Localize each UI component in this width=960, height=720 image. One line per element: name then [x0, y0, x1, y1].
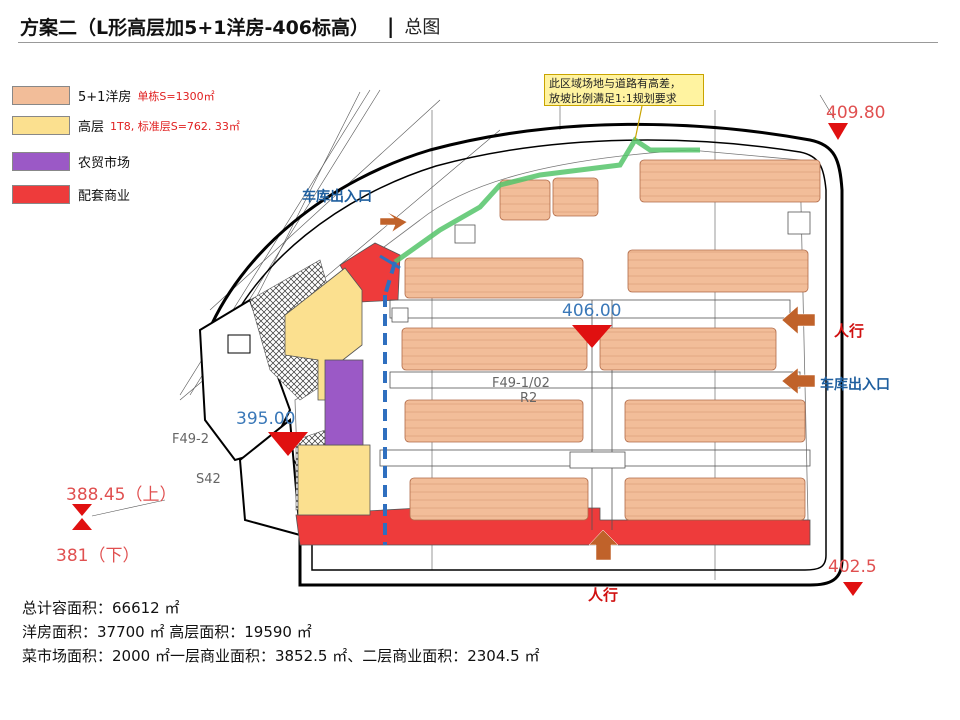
legend-label: 配套商业: [78, 189, 131, 204]
legend-swatch-villa: [12, 86, 70, 105]
legend-note: 1T8, 标准层S=762. 33㎡: [110, 119, 240, 133]
garage-entrance-north-label: 车库出入口: [302, 189, 372, 205]
ped-arrow-south: [588, 529, 619, 561]
garage-arrow-north: [379, 211, 408, 233]
legend-item-highrise: 高层 1T8, 标准层S=762. 33㎡: [12, 116, 240, 135]
plot-code-west: S42: [196, 472, 221, 487]
legend-note: 单栋S=1300㎡: [137, 89, 215, 103]
elevation-se: 402.5: [828, 557, 877, 577]
legend-swatch-highrise: [12, 116, 70, 135]
highrise-south: [297, 444, 371, 516]
legend-label: 高层: [78, 120, 105, 135]
elev-marker-sw-down: [72, 518, 92, 530]
stat-market-retail-area: 菜市场面积：2000 ㎡一层商业面积：3852.5 ㎡、二层商业面积：2304.…: [22, 647, 540, 665]
elevation-sw-up: 388.45（上）: [66, 485, 177, 505]
legend-swatch-retail: [12, 185, 70, 204]
elev-marker-se: [843, 582, 863, 596]
garage-arrow-east: [781, 367, 816, 395]
blue-dash-line: [383, 261, 397, 545]
page-title: 方案二（L形高层加5+1洋房-406标高）: [20, 16, 370, 39]
green-path: [393, 136, 700, 265]
elevation-west: 395.00: [236, 409, 296, 429]
legend-item-market: 农贸市场: [12, 152, 130, 171]
small-kiosk: [227, 334, 251, 354]
elevation-ne: 409.80: [826, 103, 886, 123]
area-stats: 总计容面积：66612 ㎡ 洋房面积：37700 ㎡ 高层面积：19590 ㎡ …: [22, 596, 539, 668]
pedestrian-entrance-east-label: 人行: [834, 322, 865, 340]
legend-label: 5+1洋房: [78, 90, 132, 105]
callout-line-2: 放坡比例满足1:1规划要求: [549, 92, 677, 105]
ped-arrow-east: [781, 305, 816, 335]
garage-entrance-east-label: 车库出入口: [820, 377, 890, 393]
title-bar: 方案二（L形高层加5+1洋房-406标高） | 总图: [20, 12, 440, 40]
plot-id-center: F49-1/02: [492, 376, 550, 391]
callout-line-1: 此区域场地与道路有高差，: [549, 77, 681, 90]
villa-blocks: [401, 159, 821, 521]
plot-id-west: F49-2: [172, 432, 209, 447]
page-subtitle: 总图: [404, 17, 441, 38]
title-separator: |: [387, 14, 395, 38]
outer-road: [203, 122, 844, 587]
elev-marker-ne: [828, 123, 848, 140]
plot-code-center: R2: [520, 391, 538, 406]
callout-pointer: [634, 105, 643, 141]
elev-marker-center: [572, 325, 612, 348]
legend-label: 农贸市场: [78, 156, 131, 171]
legend-item-retail: 配套商业: [12, 185, 130, 204]
inner-road: [221, 139, 827, 571]
elevation-center: 406.00: [562, 301, 622, 321]
stat-total-area: 总计容面积：66612 ㎡: [22, 599, 180, 617]
farmers-market: [324, 359, 364, 446]
elevation-sw-down: 381（下）: [56, 546, 140, 566]
elev-marker-sw-up: [72, 504, 92, 516]
pedestrian-entrance-south-label: 人行: [588, 586, 619, 604]
stat-villa-highrise-area: 洋房面积：37700 ㎡ 高层面积：19590 ㎡: [22, 623, 312, 641]
elev-marker-west: [268, 432, 308, 456]
legend-item-villa: 5+1洋房 单栋S=1300㎡: [12, 86, 215, 105]
blue-marker: [379, 254, 401, 270]
title-divider: [18, 42, 938, 43]
slope-callout: 此区域场地与道路有高差， 放坡比例满足1:1规划要求: [544, 74, 704, 106]
legend-swatch-market: [12, 152, 70, 171]
